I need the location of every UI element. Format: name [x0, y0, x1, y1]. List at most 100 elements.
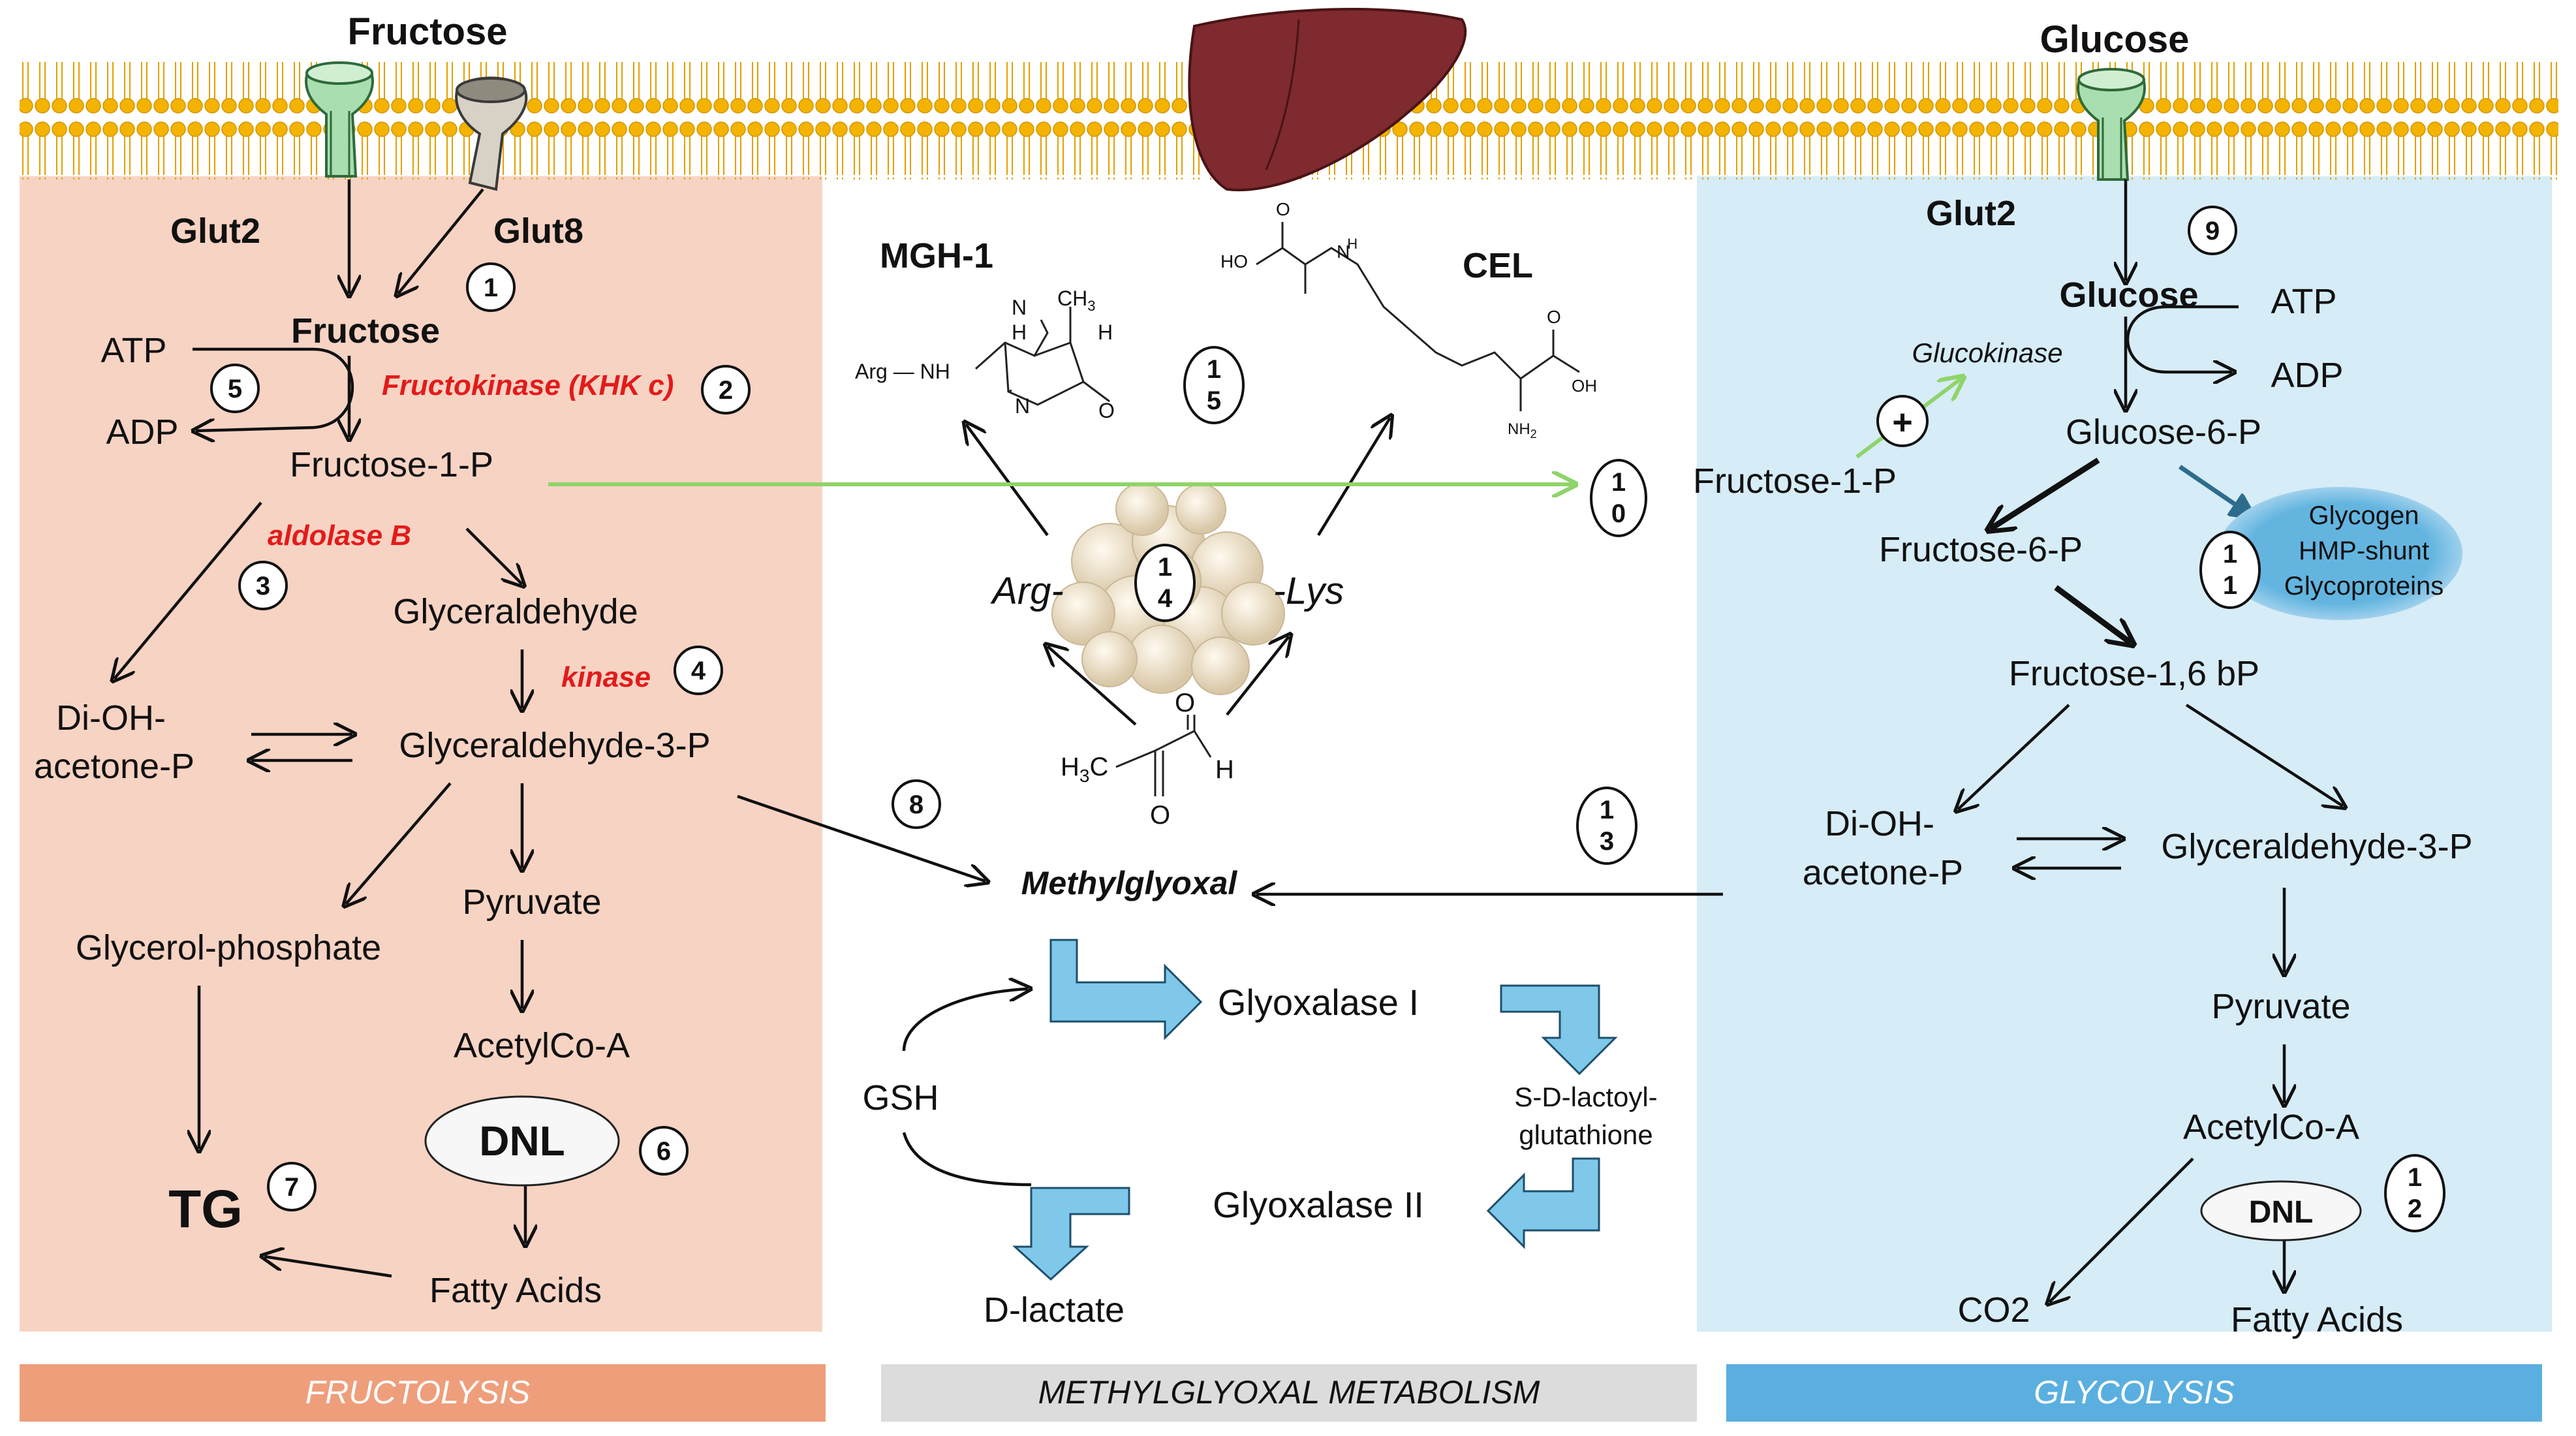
cel-o1: O — [1276, 199, 1290, 219]
mgh1-o: O — [1098, 399, 1115, 422]
arrow-g6p-to-glycogen — [2179, 465, 2252, 516]
step-8-number: 8 — [909, 790, 923, 819]
arg-label: Arg- — [990, 570, 1064, 612]
glyco-pyruvate-label: Pyruvate — [2211, 987, 2350, 1026]
fructolysis-panel — [20, 176, 822, 1332]
step-9-number: 9 — [2205, 217, 2220, 245]
arrow-f1p-to-glyceraldehyde — [465, 527, 522, 584]
glycogen-blob — [2217, 487, 2462, 620]
step-12-number-b: 2 — [2408, 1194, 2422, 1223]
plus-label: + — [1892, 403, 1913, 442]
dnl-label: DNL — [479, 1117, 565, 1164]
liver-icon — [1188, 7, 1467, 192]
glyco-atp-label: ATP — [2271, 282, 2336, 321]
step-2-number: 2 — [719, 376, 733, 405]
fructose-6-p-label: Fructose-6-P — [1879, 530, 2083, 569]
arrow-mg-to-lys — [1226, 636, 1289, 716]
block-arrow-to-glyoxalase-1 — [1049, 939, 1203, 1040]
d-lactate-label: D-lactate — [984, 1290, 1125, 1330]
lactoyl-line2: glutathione — [1519, 1119, 1653, 1150]
fructolysis-bar — [20, 1364, 826, 1422]
cel-structure — [1256, 222, 1580, 411]
mg-o2: O — [1150, 801, 1170, 830]
cel-nh2: NH2 — [1508, 420, 1537, 441]
mg-o1: O — [1175, 689, 1195, 717]
arrow-f16bp-to-g3p — [2185, 704, 2343, 806]
methylglyoxal-structure — [1115, 715, 1212, 796]
hmp-shunt-label: HMP-shunt — [2299, 537, 2429, 565]
arrow-arg-to-mgh1 — [966, 424, 1049, 537]
gsh-label: GSH — [862, 1078, 939, 1117]
arrow-acetylcoa-to-co2 — [2049, 1157, 2194, 1302]
step-14-number-b: 4 — [1158, 584, 1173, 613]
step-6-marker — [639, 1126, 689, 1176]
plus-circle — [1876, 395, 1929, 447]
step-3-marker — [238, 561, 288, 610]
glycerol-phosphate-label: Glycerol-phosphate — [76, 928, 381, 967]
block-arrow-to-glyoxalase-2 — [1486, 1157, 1600, 1249]
arrow-f6p-to-f16bp — [2054, 585, 2131, 643]
mgh1-structure — [975, 307, 1110, 406]
glyco-fructose-1-p-label: Fructose-1-P — [1693, 461, 1897, 501]
step-15-number-b: 5 — [1207, 386, 1221, 415]
step-6-number: 6 — [657, 1137, 671, 1166]
arrow-f16bp-to-dhap — [1958, 704, 2070, 809]
atp-adp-arrow — [193, 347, 354, 431]
step-10-marker — [1590, 459, 1647, 537]
mgh1-n2: N — [1015, 394, 1030, 418]
fructose-label: Fructose — [291, 311, 440, 351]
pyruvate-label: Pyruvate — [462, 882, 601, 922]
atp-label: ATP — [101, 331, 166, 370]
arrow-mg-to-arg — [1047, 646, 1137, 726]
arrow-g3p-to-methylglyoxal — [737, 794, 985, 881]
methylglyoxal-label: Methylglyoxal — [1021, 865, 1238, 901]
glyco-acetylcoa-label: AcetylCo-A — [2183, 1108, 2359, 1147]
step-5-marker — [210, 364, 260, 413]
step-15-number-a: 1 — [1207, 355, 1221, 384]
glycolysis-glut2-label: Glut2 — [1926, 194, 2016, 233]
glucose-label: Glucose — [2059, 275, 2198, 315]
mgh1-h2: H — [1098, 320, 1113, 344]
arrow-fatty-acids-to-tg — [264, 1256, 392, 1278]
step-12-marker — [2384, 1154, 2445, 1232]
mgh1-h1: H — [1012, 320, 1027, 344]
glyco-dnl-label: DNL — [2249, 1195, 2314, 1230]
block-arrow-to-d-lactate — [1012, 1187, 1130, 1281]
dhap-line2: acetone-P — [34, 747, 194, 786]
glut8-transporter-icon — [455, 76, 528, 191]
mg-h: H — [1215, 755, 1234, 784]
step-4-number: 4 — [691, 657, 706, 685]
mgh1-arg-nh: Arg — NH — [855, 360, 950, 383]
cel-nh: NH — [1337, 236, 1358, 262]
glyceraldehyde-label: Glyceraldehyde — [393, 592, 638, 631]
fructokinase-label: Fructokinase (KHK c) — [382, 369, 674, 401]
step-8-marker — [892, 779, 941, 829]
lys-label: -Lys — [1273, 570, 1344, 612]
fructolysis-bar-label: FRUCTOLYSIS — [305, 1374, 531, 1411]
glyco-g3p-label: Glyceraldehyde-3-P — [2161, 827, 2472, 866]
step-markers — [210, 206, 2445, 1232]
step-1-marker — [466, 262, 516, 312]
glyceraldehyde-3-p-label: Glyceraldehyde-3-P — [399, 726, 710, 765]
co2-label: CO2 — [1957, 1290, 2030, 1330]
block-arrow-to-lactoyl — [1500, 984, 1618, 1076]
glyco-dnl-ellipse — [2200, 1180, 2362, 1241]
step-7-marker — [267, 1162, 317, 1211]
atp-adp-arrow-glyco — [2126, 305, 2239, 372]
cel-oh: OH — [1572, 376, 1597, 396]
step-5-number: 5 — [228, 375, 242, 403]
step-10-number-a: 1 — [1611, 468, 1626, 497]
step-14-number-a: 1 — [1158, 553, 1172, 582]
step-1-number: 1 — [484, 273, 498, 302]
glyco-dhap-line2: acetone-P — [1803, 853, 1963, 892]
glut8-label: Glut8 — [493, 211, 583, 251]
glyco-adp-label: ADP — [2271, 356, 2343, 395]
fructose-16-bp-label: Fructose-1,6 bP — [2009, 654, 2259, 693]
mg-h3c: H3C — [1061, 753, 1108, 786]
step-12-number-a: 1 — [2408, 1163, 2422, 1192]
step-4-marker — [674, 646, 723, 695]
glut2-transporter-icon — [2077, 68, 2146, 181]
arrow-lys-to-cel — [1317, 418, 1390, 537]
glycolysis-bar-label: GLYCOLYSIS — [2034, 1374, 2235, 1411]
